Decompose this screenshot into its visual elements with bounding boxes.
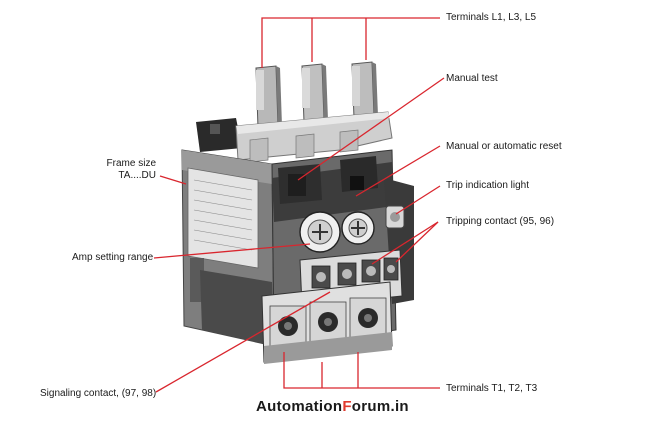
brand-part-3: orum	[351, 398, 391, 415]
label-signaling-contact: Signaling contact, (97, 98)	[40, 388, 157, 399]
leader-trip-light	[395, 185, 441, 215]
label-terminals-top: Terminals L1, L3, L5	[446, 12, 537, 23]
brand-part-4: .in	[390, 398, 409, 415]
leader-lines	[153, 17, 445, 393]
leader-frame-size	[159, 175, 187, 185]
leader-tripping-contact-b	[395, 221, 439, 263]
leader-manual-test	[297, 77, 445, 181]
label-trip-indication-light: Trip indication light	[446, 180, 530, 191]
leader-reset	[355, 145, 441, 197]
thermal-overload-relay	[181, 61, 414, 364]
label-amp-setting-range: Amp setting range	[72, 252, 154, 263]
label-terminals-bottom: Terminals T1, T2, T3	[446, 383, 538, 394]
reset-dial	[341, 211, 375, 245]
top-terminal-blades	[255, 61, 378, 129]
label-manual-auto-reset: Manual or automatic reset	[446, 141, 562, 152]
label-frame-size-line1: Frame size	[106, 158, 156, 169]
bottom-terminal-screws	[269, 297, 387, 347]
label-frame-size: Frame size TA....DU	[60, 158, 156, 182]
leader-amp-setting	[153, 243, 311, 259]
amp-setting-dial	[299, 211, 341, 253]
brand-part-2: F	[342, 398, 352, 415]
leader-terminals-bottom	[283, 352, 440, 389]
label-manual-test: Manual test	[446, 73, 498, 84]
automationforum-logo: AutomationForum.in	[256, 398, 409, 415]
label-frame-size-line2: TA....DU	[118, 170, 156, 181]
label-tripping-contact: Tripping contact (95, 96)	[446, 216, 555, 227]
leader-terminals-top	[261, 17, 440, 68]
leader-tripping-contact-a	[371, 221, 439, 265]
brand-part-1: Automation	[256, 398, 343, 415]
leader-signaling-contact	[155, 291, 331, 393]
